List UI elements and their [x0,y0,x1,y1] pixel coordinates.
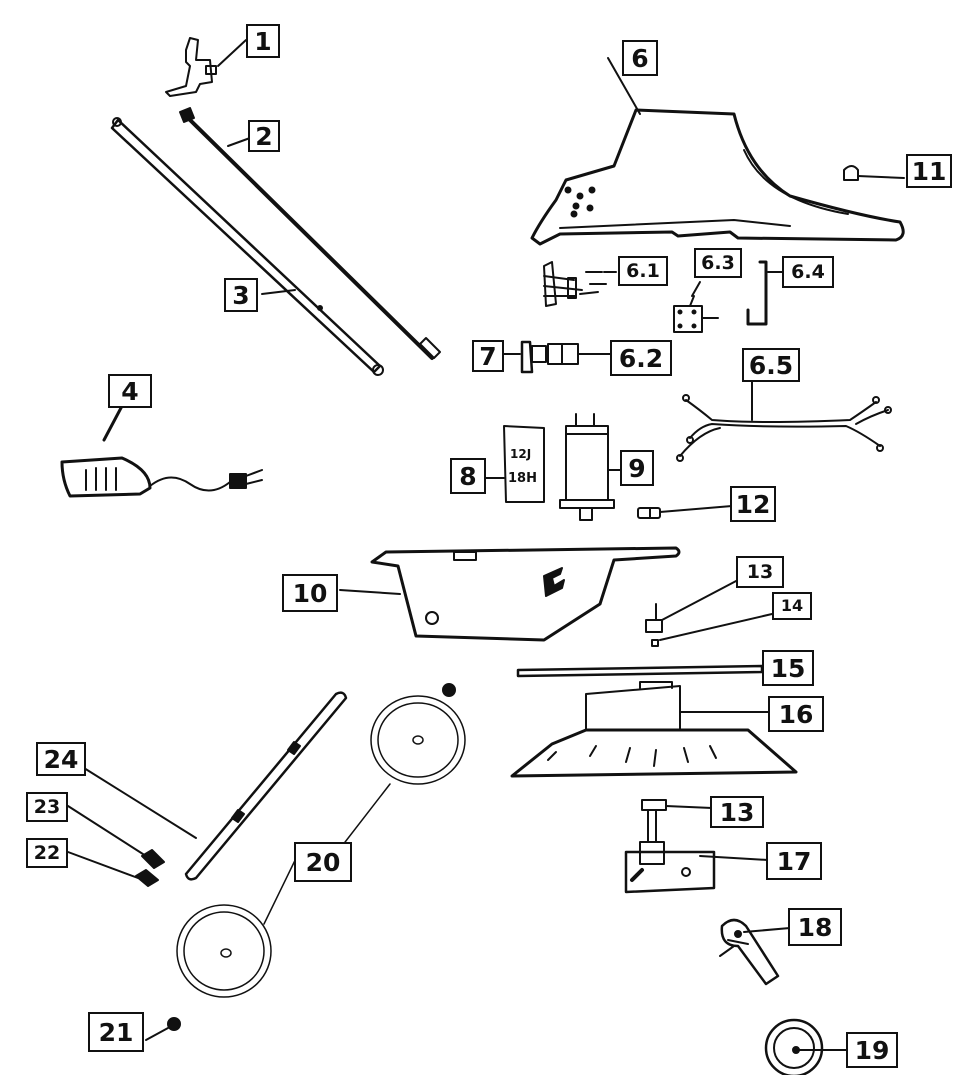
part-6-upper-housing [530,57,905,246]
part-13-17-mechanism [624,799,769,894]
label-part-18: 18 [788,908,842,946]
label-part-1: 1 [246,24,280,58]
part-12-connector [637,505,733,519]
part-6-5-wire-harness [676,377,892,462]
label-part-6-1: 6.1 [618,256,668,286]
part-24-axle [83,691,348,881]
part-18-crank [719,918,791,986]
label-part-9: 9 [620,450,654,486]
label-part-6-2: 6.2 [610,340,672,376]
label-part-11: 11 [906,154,952,188]
label-part-3: 3 [224,278,258,312]
label-part-17: 17 [766,842,822,880]
label-part-13-lower: 13 [710,796,764,828]
capacitor-marking-line2: 18H [508,471,537,486]
part-13-14-bushing [645,579,773,647]
part-21-nuts [145,683,456,1041]
part-11-clip [843,165,905,181]
label-part-6-4: 6.4 [782,256,834,288]
label-part-12: 12 [730,486,776,522]
label-part-8: 8 [450,458,486,494]
part-10-base-plate [339,546,681,642]
part-8-capacitor [485,425,545,503]
part-15-bar [516,664,764,678]
label-part-2: 2 [248,120,280,152]
part-9-motor [559,413,623,521]
part-19-hub [764,1018,849,1078]
label-part-19: 19 [846,1032,898,1068]
label-part-14: 14 [772,592,812,620]
part-6-3-mount [673,281,719,333]
part-6-4-bracket [746,260,785,326]
label-part-6: 6 [622,40,658,76]
label-part-4: 4 [108,374,152,408]
part-7-switch-block [503,340,611,374]
label-part-20: 20 [294,842,352,882]
label-part-15: 15 [762,650,814,686]
label-part-16: 16 [768,696,824,732]
label-part-21: 21 [88,1012,144,1052]
label-part-7: 7 [472,340,504,372]
part-1-bracket [165,37,247,97]
label-part-10: 10 [282,574,338,612]
part-6-1-switch [543,261,617,307]
part-4-foot-pedal [60,404,263,498]
label-part-22: 22 [26,838,68,868]
label-part-6-5: 6.5 [742,348,800,382]
part-3-tube [110,117,384,376]
part-16-lower-housing [510,681,798,778]
label-part-23: 23 [26,792,68,822]
label-part-6-3: 6.3 [694,248,742,278]
part-22-23-screws [67,805,165,887]
label-part-13-upper: 13 [736,556,784,588]
label-part-24: 24 [36,742,86,776]
part-2-rod [179,107,441,360]
capacitor-marking-line1: 12J [510,447,531,461]
